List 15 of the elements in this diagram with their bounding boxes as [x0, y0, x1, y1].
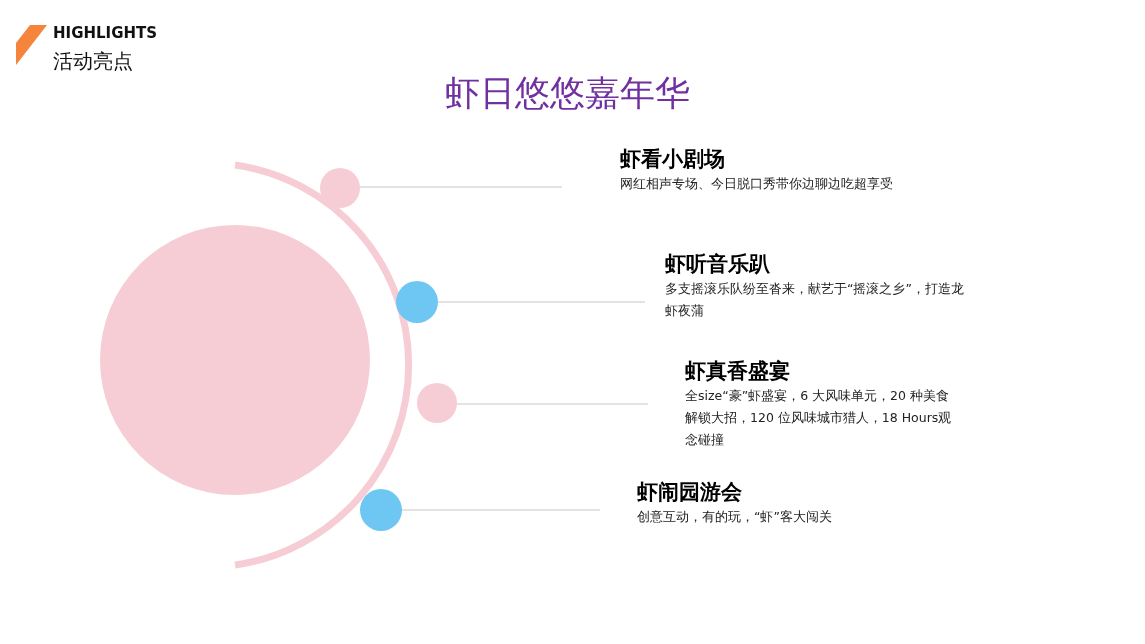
item-heading: 虾真香盛宴 [685, 358, 791, 385]
dot-marker [396, 281, 438, 323]
section-label: HIGHLIGHTS [53, 24, 158, 42]
item-heading: 虾听音乐趴 [665, 251, 771, 278]
dot-marker [320, 168, 360, 208]
item-heading: 虾闹园游会 [637, 479, 743, 506]
title: 虾日悠悠嘉年华 [445, 72, 690, 115]
item-description: 多支摇滚乐队纷至沓来，献艺于“摇滚之乡”，打造龙虾夜蒲 [665, 280, 965, 320]
dot-marker [360, 489, 402, 531]
section-subtitle: 活动亮点 [53, 48, 133, 75]
item-description: 全size“豪”虾盛宴，6 大风味单元，20 种美食解锁大招，120 位风味城市猎人，18 Hours观念碰撞 [685, 387, 953, 449]
item-description: 网红相声专场、今日脱口秀带你边聊边吃超享受 [620, 175, 894, 193]
dot-marker [417, 383, 457, 423]
item-description: 创意互动，有的玩，“虾”客大闯关 [637, 508, 833, 526]
item-heading: 虾看小剧场 [620, 146, 726, 173]
